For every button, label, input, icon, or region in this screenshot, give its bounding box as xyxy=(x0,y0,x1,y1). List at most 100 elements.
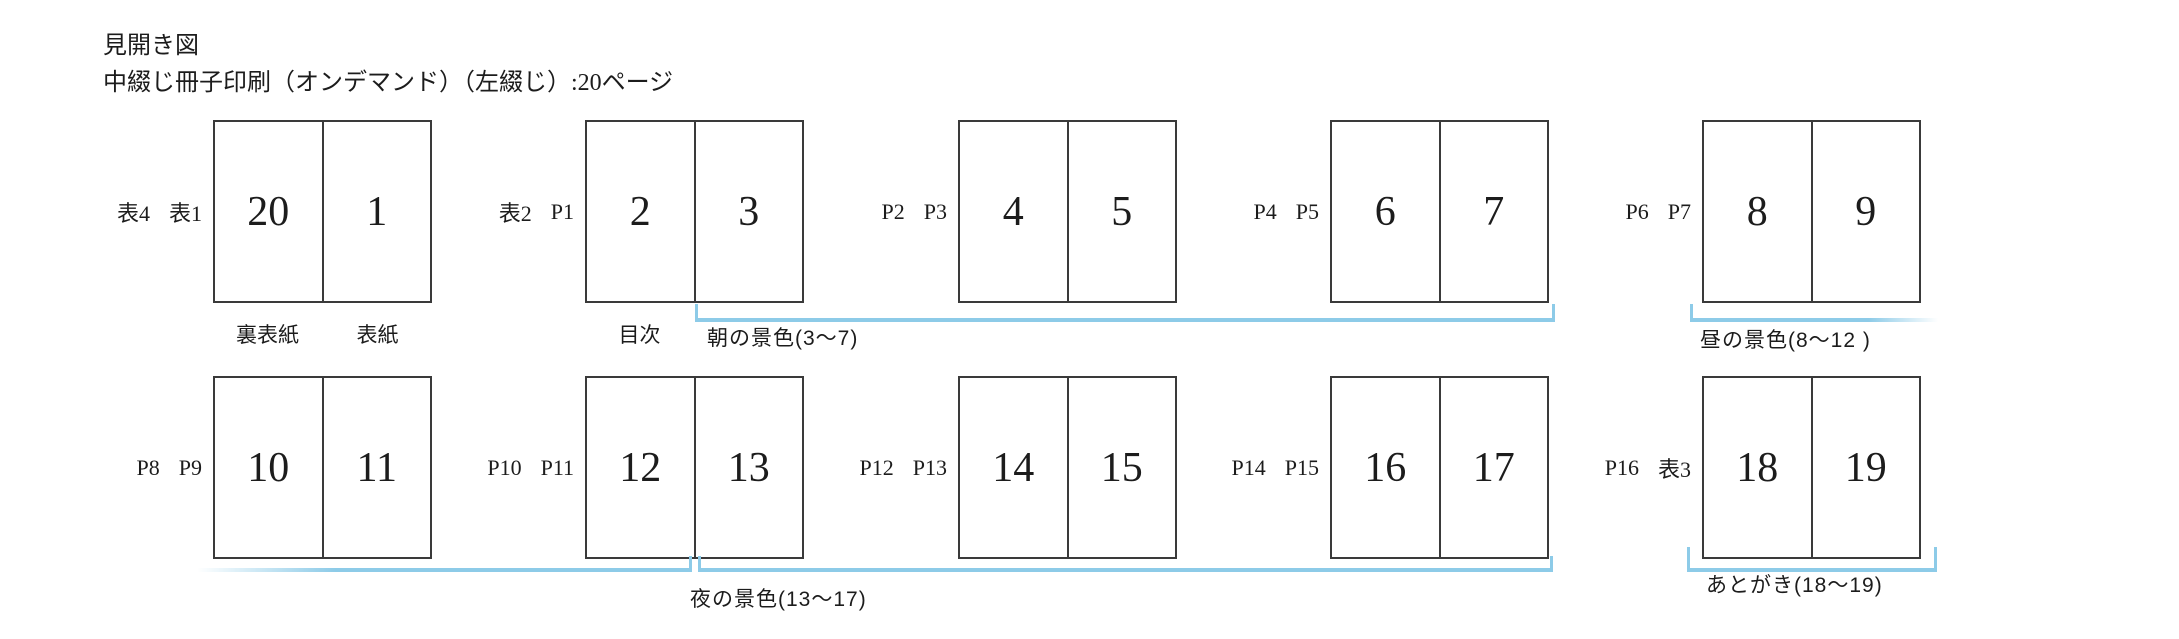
outer-page-label: P2 xyxy=(881,198,905,224)
inner-page-label: 表1 xyxy=(168,200,202,226)
page-number: 8 xyxy=(1746,188,1768,235)
inner-page-label: P7 xyxy=(1667,198,1691,224)
bracket-tick xyxy=(689,556,692,572)
section-bracket-morning xyxy=(695,318,1555,322)
page-number: 12 xyxy=(619,444,662,491)
spread-box: 2 3 xyxy=(585,120,804,303)
page-number: 13 xyxy=(727,444,770,491)
spread-side-labels: P4 P5 xyxy=(1254,120,1320,303)
bracket-tick xyxy=(1552,304,1555,322)
page-left: 12 xyxy=(587,378,696,557)
page-right: 11 xyxy=(324,378,431,557)
page-number: 9 xyxy=(1855,188,1877,235)
page-left: 6 xyxy=(1332,122,1441,301)
bracket-tick xyxy=(1550,556,1553,572)
page-number: 4 xyxy=(1002,188,1024,235)
page-right: 19 xyxy=(1813,378,1920,557)
inner-page-label: P1 xyxy=(550,198,574,224)
page-number: 18 xyxy=(1736,444,1779,491)
outer-page-label: P10 xyxy=(487,454,522,480)
spread-side-labels: P12 P13 xyxy=(860,376,948,559)
page-number: 20 xyxy=(247,188,290,235)
page-right: 7 xyxy=(1441,122,1548,301)
page-number: 6 xyxy=(1374,188,1396,235)
page-right: 3 xyxy=(696,122,803,301)
spread-side-labels: 表2 P1 xyxy=(499,120,574,303)
page-right: 1 xyxy=(324,122,431,301)
bracket-tick xyxy=(695,304,698,322)
section-label-night: 夜の景色(13〜17) xyxy=(690,588,867,611)
page-right: 15 xyxy=(1069,378,1176,557)
spread-p14-p15: P12 P13 14 15 xyxy=(860,376,1177,559)
page-right: 9 xyxy=(1813,122,1920,301)
inner-page-label: P3 xyxy=(923,198,947,224)
spread-p2-p3: 表2 P1 2 3 目次 xyxy=(499,120,804,347)
spread-box: 16 17 xyxy=(1330,376,1549,559)
section-bracket-afterword xyxy=(1687,568,1937,572)
outer-page-label: P8 xyxy=(136,454,160,480)
page-number: 15 xyxy=(1100,444,1143,491)
page-left: 2 xyxy=(587,122,696,301)
inner-page-label: 表3 xyxy=(1657,456,1691,482)
spread-box: 4 5 xyxy=(958,120,1177,303)
outer-page-label: P12 xyxy=(859,454,894,480)
spread-box: 10 11 xyxy=(213,376,432,559)
page-left: 20 xyxy=(215,122,324,301)
spread-side-labels: 表4 表1 xyxy=(117,120,202,303)
spread-side-labels: P2 P3 xyxy=(882,120,948,303)
spread-p18-p19: P16 表3 18 19 xyxy=(1605,376,1921,559)
section-bracket-night xyxy=(698,568,1553,572)
inner-page-label: P5 xyxy=(1295,198,1319,224)
page-left: 14 xyxy=(960,378,1069,557)
diagram-subtitle: 中綴じ冊子印刷（オンデマンド）（左綴じ）:20ページ xyxy=(103,70,674,96)
diagram-title: 見開き図 xyxy=(103,33,199,59)
page-right: 5 xyxy=(1069,122,1176,301)
outer-page-label: P16 xyxy=(1604,454,1639,480)
outer-page-label: 表4 xyxy=(116,200,150,226)
page-left: 4 xyxy=(960,122,1069,301)
outer-page-label: P6 xyxy=(1625,198,1649,224)
outer-page-label: 表2 xyxy=(498,200,532,226)
page-number: 2 xyxy=(629,188,651,235)
page-number: 14 xyxy=(992,444,1035,491)
section-bracket-noon-row1 xyxy=(1690,318,1938,322)
section-bracket-noon-row2 xyxy=(197,568,691,572)
page-right: 13 xyxy=(696,378,803,557)
spread-box: 12 13 xyxy=(585,376,804,559)
bracket-tick xyxy=(698,556,701,572)
inner-page-label: P13 xyxy=(912,454,947,480)
spread-box: 14 15 xyxy=(958,376,1177,559)
spread-side-labels: P16 表3 xyxy=(1605,376,1691,559)
page-number: 5 xyxy=(1111,188,1133,235)
page-number: 11 xyxy=(356,444,397,491)
page-number: 7 xyxy=(1483,188,1505,235)
section-label-noon: 昼の景色(8〜12 ) xyxy=(1700,329,1871,352)
spread-side-labels: P8 P9 xyxy=(137,376,203,559)
outer-page-label: P4 xyxy=(1253,198,1277,224)
bracket-tick xyxy=(1934,547,1937,572)
spread-p4-p5: P2 P3 4 5 xyxy=(882,120,1177,303)
page-number: 16 xyxy=(1364,444,1407,491)
inner-page-label: P15 xyxy=(1284,454,1319,480)
spread-p8-p9: P6 P7 8 9 xyxy=(1626,120,1921,303)
spread-cover: 表4 表1 20 1 裏表紙 表紙 xyxy=(117,120,432,347)
page-left: 18 xyxy=(1704,378,1813,557)
spread-p16-p17: P14 P15 16 17 xyxy=(1232,376,1549,559)
spread-box: 6 7 xyxy=(1330,120,1549,303)
section-label-morning: 朝の景色(3〜7) xyxy=(707,327,859,350)
bracket-tick xyxy=(1690,304,1693,322)
spread-side-labels: P10 P11 xyxy=(487,376,574,559)
page-left: 16 xyxy=(1332,378,1441,557)
bracket-tick xyxy=(1687,547,1690,572)
spread-side-labels: P6 P7 xyxy=(1626,120,1692,303)
page-left: 10 xyxy=(215,378,324,557)
spread-box: 20 1 xyxy=(213,120,432,303)
inner-page-label: P11 xyxy=(540,454,574,480)
spread-side-labels: P14 P15 xyxy=(1232,376,1320,559)
page-right: 17 xyxy=(1441,378,1548,557)
page-number: 1 xyxy=(366,188,388,235)
caption-back-cover: 裏表紙 xyxy=(236,324,299,347)
page-number: 3 xyxy=(738,188,760,235)
inner-page-label: P9 xyxy=(178,454,202,480)
